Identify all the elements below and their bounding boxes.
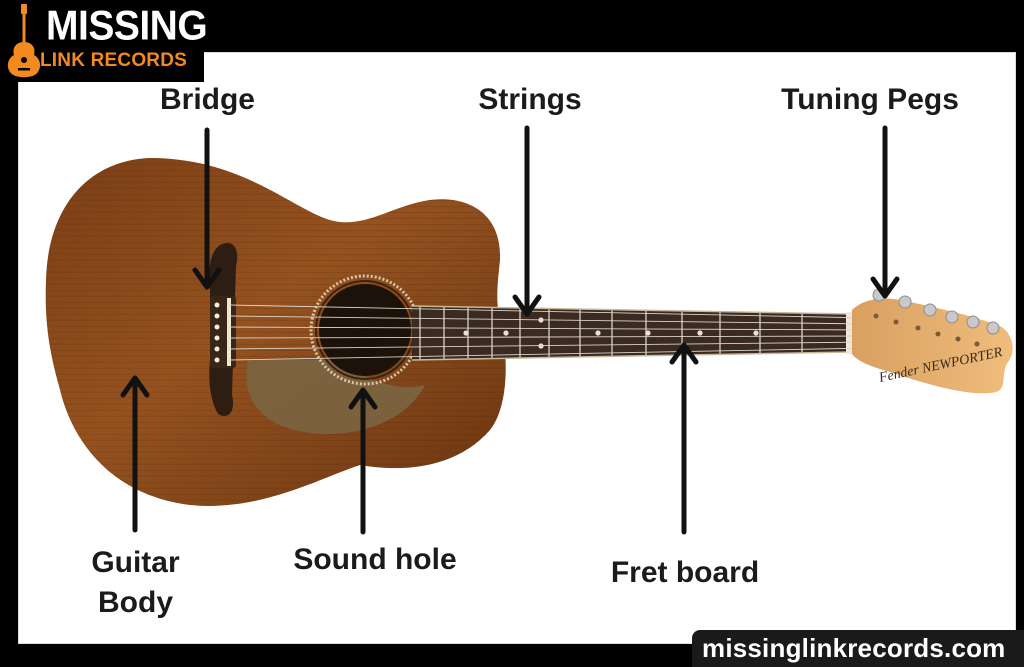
logo-text-link-records: LINK RECORDS [40, 50, 188, 71]
label-guitar-body: Guitar Body [68, 545, 203, 621]
pickguard [246, 360, 425, 435]
callout-arrows [120, 125, 900, 535]
website-watermark: missinglinkrecords.com [692, 630, 1024, 667]
bridge [209, 242, 238, 416]
fretboard [411, 305, 852, 361]
label-fret-board: Fret board [610, 556, 760, 589]
label-tuning-pegs: Tuning Pegs [781, 83, 959, 116]
logo-text-missing: MISSING [46, 3, 208, 50]
label-bridge: Bridge [159, 83, 255, 116]
website-url: missinglinkrecords.com [702, 633, 1006, 663]
guitar-body [45, 158, 506, 506]
strings [228, 304, 873, 361]
label-guitar-body-line1: Guitar [91, 546, 180, 579]
guitar-icon [7, 4, 41, 78]
headstock: Fender NEWPORTER [852, 288, 1013, 394]
label-sound-hole: Sound hole [293, 543, 457, 576]
label-guitar-body-line2: Body [98, 586, 173, 619]
label-strings: Strings [478, 83, 582, 116]
missing-link-records-logo: MISSING LINK RECORDS [0, 0, 208, 82]
body-grain [45, 158, 506, 506]
